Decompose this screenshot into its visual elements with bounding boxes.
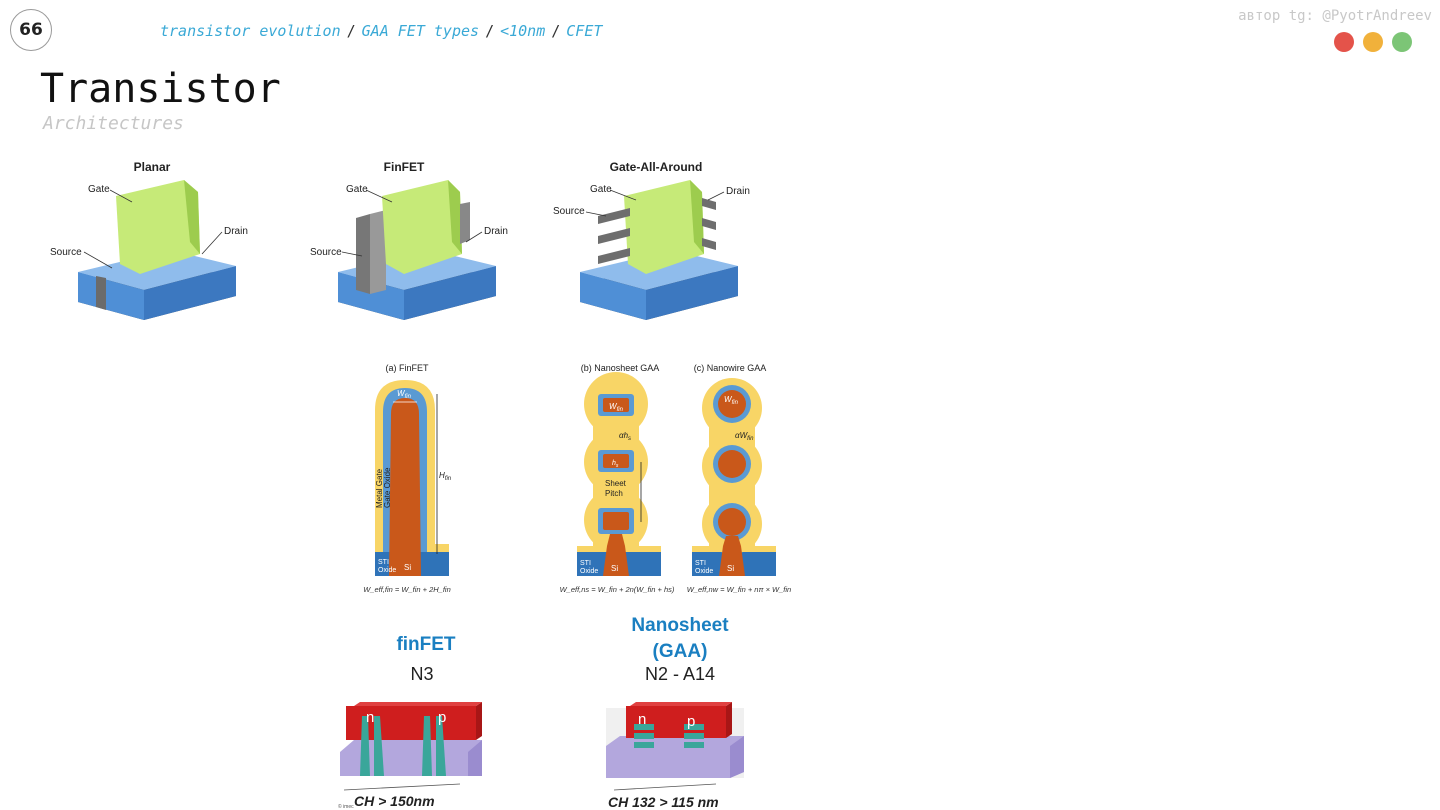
finfet-node-ch: CH > 150nm — [354, 793, 435, 809]
finfet-cs-formula: W_eff,fin = W_fin + 2H_fin — [363, 585, 451, 594]
finfet-node-label: N3 — [410, 664, 433, 684]
finfet-cs-si-fin — [389, 398, 421, 576]
nanosheet-node-substrate — [606, 736, 744, 778]
breadcrumb: transistor evolution / GAA FET types / <10nm… — [160, 22, 602, 40]
window-dots — [1334, 32, 1412, 52]
finfet-cs-sti-label: STI — [378, 559, 389, 566]
nanosheet-node-ch-dimension — [613, 783, 717, 791]
nanosheet-cs-sheet-3 — [603, 512, 629, 530]
finfet-cs-h-label: Hfin — [439, 471, 452, 482]
nanosheet-node-stacks — [634, 724, 704, 748]
gaa-substrate — [580, 272, 646, 320]
finfet-heading: FinFET — [384, 160, 425, 174]
finfet-cs-metal-gate-label: Metal Gate — [375, 468, 384, 508]
finfet-cs-si-label: Si — [404, 563, 411, 572]
finfet-cs-gate-oxide-label: Gate Oxide — [383, 467, 392, 508]
finfet-node-copyright: © imec — [338, 803, 354, 810]
finfet-node-ch-dimension — [343, 783, 461, 791]
nanosheet-cross-section: (b) Nanosheet GAA Wfin αhs hs Sheet Pitc… — [560, 363, 675, 594]
nanosheet-node-gate — [626, 706, 726, 738]
nanosheet-cs-pitch-label-1: Sheet — [605, 479, 627, 488]
finfet-gate — [382, 180, 462, 274]
planar-gate — [116, 180, 200, 274]
breadcrumb-item-gaa-fet-types[interactable]: GAA FET types — [361, 22, 480, 40]
nanosheet-node-ch: CH 132 > 115 nm — [608, 794, 719, 810]
nanosheet-cs-pitch-label-2: Pitch — [605, 489, 623, 498]
finfet-node-name: finFET — [396, 634, 455, 655]
nanosheet-cs-oxide-label: Oxide — [580, 568, 598, 575]
nanosheet-cs-h-label: hs — [612, 460, 619, 469]
nanosheet-cs-alpha-h-label: αhs — [619, 431, 631, 442]
nanowire-cs-wire-3 — [718, 508, 746, 536]
gaa-nanosheets — [598, 198, 716, 264]
finfet-node-fins — [360, 716, 446, 776]
breadcrumb-separator: / — [485, 22, 495, 40]
nanosheet-cs-sheet-1 — [603, 398, 629, 412]
nanosheet-cs-sheet-2 — [603, 454, 629, 468]
green-dot[interactable] — [1392, 32, 1412, 52]
finfet-substrate — [338, 272, 404, 320]
page-number-badge: 66 — [10, 9, 52, 51]
nanosheet-node-name-2: (GAA) — [653, 641, 708, 662]
finfet-gate-label: Gate — [346, 184, 368, 195]
breadcrumb-item-sub-10nm[interactable]: <10nm — [500, 22, 546, 40]
nanowire-cs-si-label: Si — [727, 564, 734, 573]
planar-heading: Planar — [134, 160, 171, 174]
nanosheet-cs-w-label: Wfin — [609, 402, 624, 413]
page-title: Transistor — [40, 66, 281, 112]
nanosheet-cs-heading: (b) Nanosheet GAA — [581, 363, 660, 373]
finfet-node-n-label: n — [366, 709, 374, 726]
breadcrumb-item-cfet[interactable]: CFET — [566, 22, 603, 40]
finfet-cs-oxide-label: Oxide — [378, 567, 396, 574]
finfet-cs-heading: (a) FinFET — [385, 363, 429, 373]
page-subtitle: Architectures — [43, 113, 184, 134]
process-nodes-figure: finFET N3 n p © imec CH > 150nm Nanoshee… — [338, 615, 744, 810]
breadcrumb-item-transistor-evolution[interactable]: transistor evolution — [160, 22, 341, 40]
gaa-gate — [624, 180, 704, 274]
gaa-drain-label: Drain — [726, 186, 750, 197]
finfet-source-label: Source — [310, 247, 342, 258]
planar-drain-label: Drain — [224, 226, 248, 237]
nanowire-cs-oxide-label: Oxide — [695, 568, 713, 575]
finfet-node-p-label: p — [438, 709, 446, 726]
finfet-fin — [356, 214, 370, 294]
nanowire-cs-heading: (c) Nanowire GAA — [694, 363, 767, 373]
author-credit: автор tg: @PyotrAndreev — [1238, 8, 1432, 24]
gaa-gate-label: Gate — [590, 184, 612, 195]
red-dot[interactable] — [1334, 32, 1354, 52]
finfet-cross-section: (a) FinFET Wfin Hfin Metal Gate Gate Oxi… — [363, 363, 452, 594]
finfet-drain-label: Drain — [484, 226, 508, 237]
breadcrumb-separator: / — [551, 22, 561, 40]
planar-gate-label: Gate — [88, 184, 110, 195]
gaa-diagram: Gate-All-Around Gate Source Drain — [553, 160, 750, 320]
nanowire-cs-wire-2 — [718, 450, 746, 478]
finfet-node-diagram: finFET N3 n p © imec CH > 150nm — [338, 634, 482, 810]
nanosheet-node-diagram: Nanosheet (GAA) N2 - A14 n p CH 132 > 11… — [606, 615, 744, 810]
nanowire-cs-w-label: Wfin — [724, 395, 739, 406]
finfet-diagram: FinFET Gate Source Drain — [310, 160, 508, 320]
breadcrumb-separator: / — [346, 22, 356, 40]
page-number: 66 — [19, 20, 43, 40]
nanowire-cross-section: (c) Nanowire GAA Wfin αWfin STI Oxide Si… — [687, 363, 791, 594]
nanosheet-cs-formula: W_eff,ns = W_fin + 2n(W_fin + hs) — [560, 585, 675, 594]
finfet-cs-w-label: Wfin — [397, 389, 412, 400]
gaa-source-label: Source — [553, 206, 585, 217]
yellow-dot[interactable] — [1363, 32, 1383, 52]
cross-sections-figure: (a) FinFET Wfin Hfin Metal Gate Gate Oxi… — [363, 363, 791, 594]
nanosheet-node-name-1: Nanosheet — [631, 615, 729, 636]
nanosheet-node-p-label: p — [687, 713, 695, 730]
nanosheet-cs-si-label: Si — [611, 564, 618, 573]
architectures-3d-figure: Planar Gate Source Drain FinFET Gate Sou… — [50, 160, 750, 320]
planar-diagram: Planar Gate Source Drain — [50, 160, 248, 320]
nanosheet-node-label: N2 - A14 — [645, 664, 715, 684]
nanosheet-node-n-label: n — [638, 711, 646, 728]
nanowire-cs-sti-label: STI — [695, 560, 706, 567]
planar-substrate — [78, 272, 144, 320]
nanowire-cs-formula: W_eff,nw = W_fin + nπ × W_fin — [687, 585, 791, 594]
gaa-heading: Gate-All-Around — [610, 160, 703, 174]
planar-source-label: Source — [50, 247, 82, 258]
nanowire-cs-wire-1 — [718, 390, 746, 418]
nanowire-cs-alpha-w-label: αWfin — [735, 431, 754, 442]
nanosheet-cs-sti-label: STI — [580, 560, 591, 567]
